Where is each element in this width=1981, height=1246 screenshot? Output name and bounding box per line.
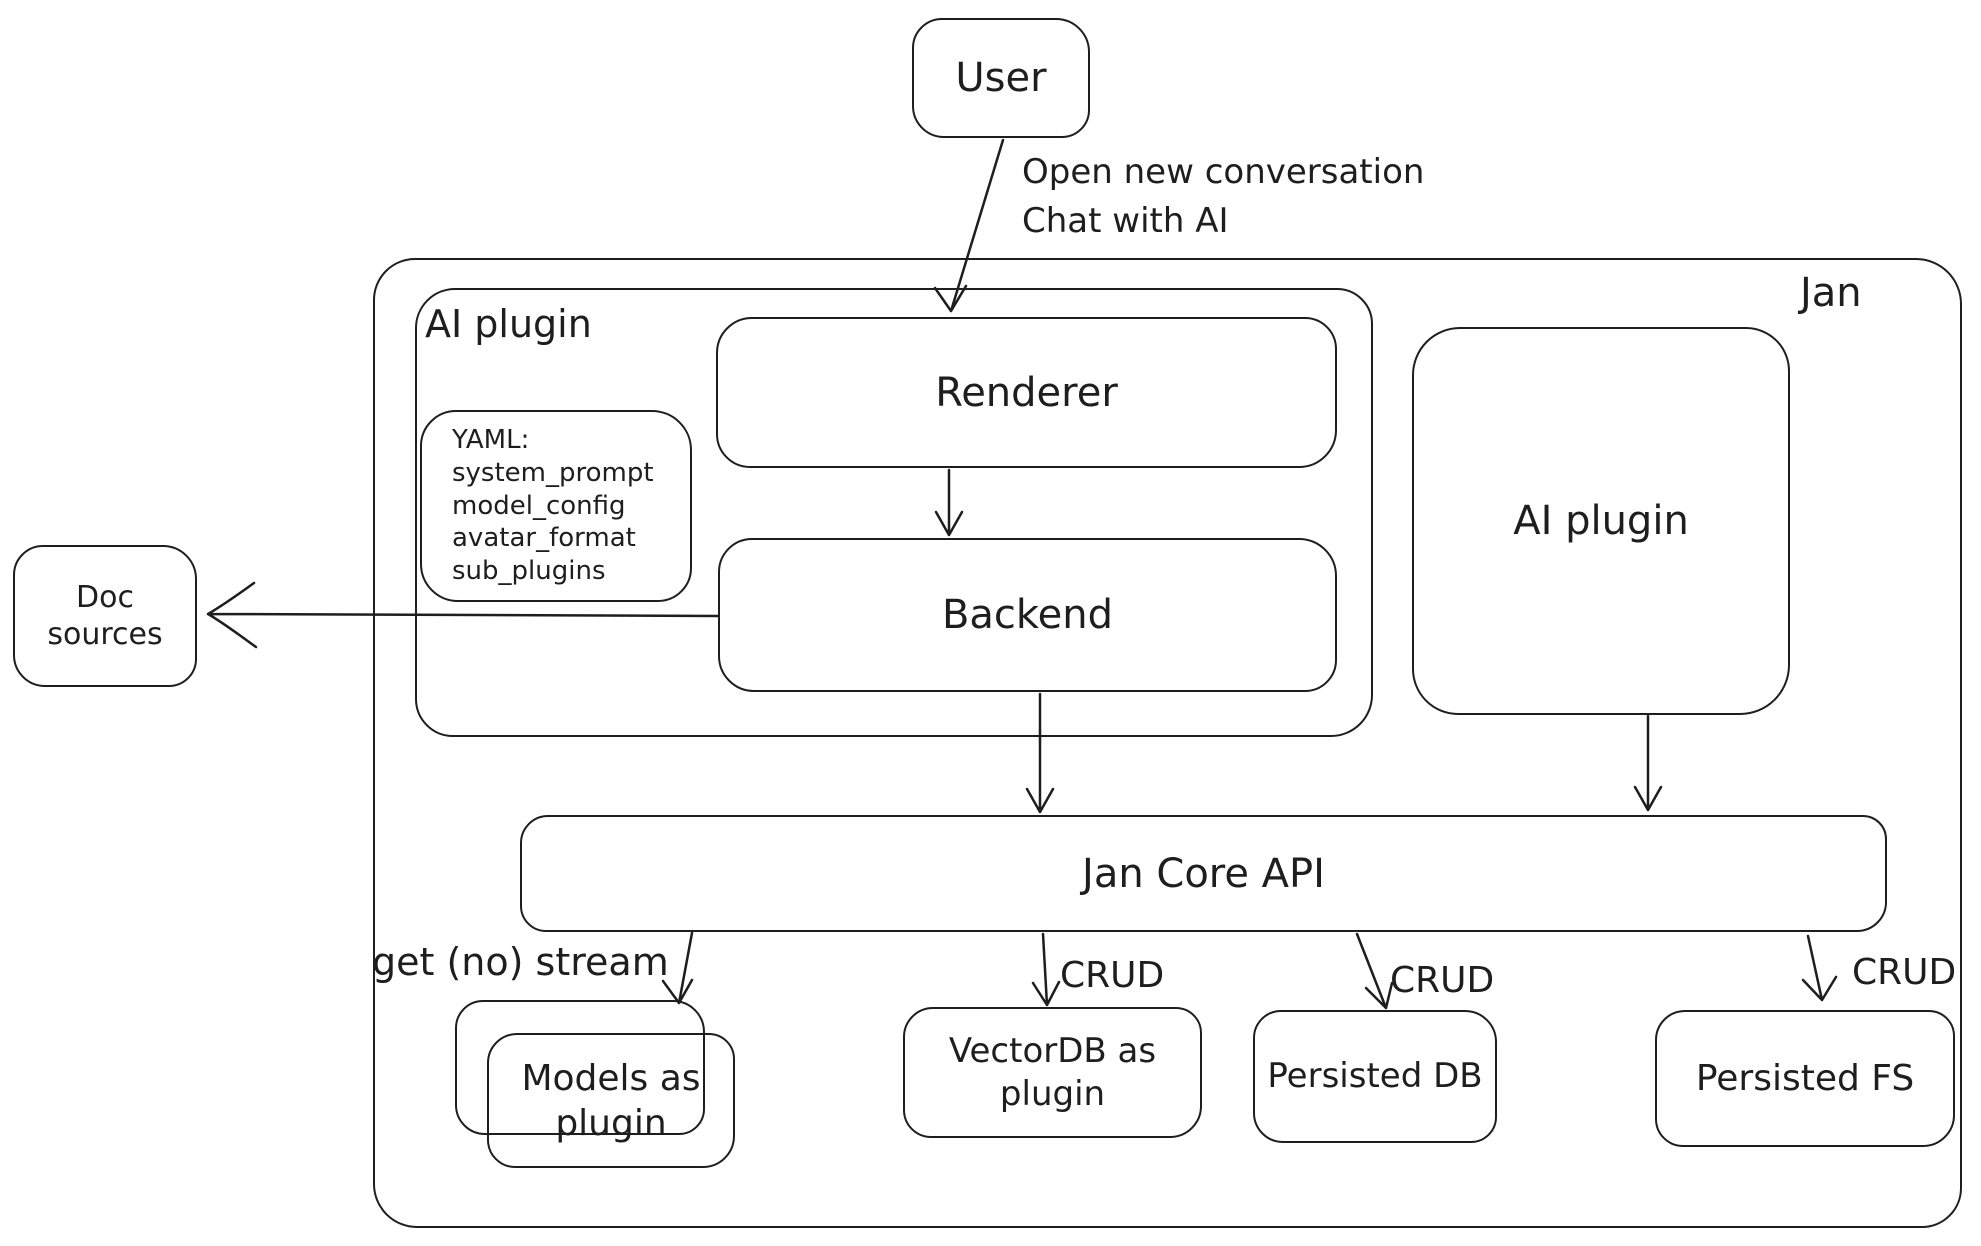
persisted-fs-node: Persisted FS — [1655, 1010, 1955, 1147]
edge-label-crud-persisted-fs: CRUD — [1852, 952, 1957, 993]
persisted-fs-label: Persisted FS — [1695, 1058, 1915, 1099]
yaml-line-model-config: model_config — [452, 490, 626, 521]
vectordb-label-line2: plugin — [999, 1073, 1106, 1114]
vectordb-node: VectorDB as plugin — [903, 1007, 1202, 1138]
yaml-note: YAML: system_prompt model_config avatar_… — [420, 410, 692, 602]
edge-label-user-to-renderer: Open new conversation Chat with AI — [1022, 148, 1424, 247]
renderer-label: Renderer — [935, 369, 1118, 416]
edge-label-crud-persisted-db: CRUD — [1390, 960, 1495, 1001]
ai-plugin-container-label: AI plugin — [425, 302, 592, 346]
user-label: User — [955, 55, 1047, 101]
jan-core-api-label: Jan Core API — [1082, 850, 1325, 897]
yaml-line-system-prompt: system_prompt — [452, 457, 654, 488]
ai-plugin-node: AI plugin — [1412, 327, 1790, 715]
ai-plugin-label: AI plugin — [1513, 498, 1689, 544]
edge-label-user-line1: Open new conversation — [1022, 152, 1425, 192]
edge-label-get-no-stream: get (no) stream — [372, 940, 669, 984]
edge-label-user-line2: Chat with AI — [1022, 201, 1229, 242]
doc-sources-node: Doc sources — [13, 545, 197, 687]
backend-node: Backend — [718, 538, 1337, 692]
renderer-node: Renderer — [716, 317, 1337, 468]
models-plugin-label-line2: plugin — [555, 1102, 667, 1144]
jan-container-label: Jan — [1800, 270, 1862, 316]
yaml-line-avatar-format: avatar_format — [452, 523, 636, 554]
models-plugin-back-box — [455, 1000, 705, 1135]
jan-container — [373, 258, 1962, 1228]
jan-core-api-node: Jan Core API — [520, 815, 1887, 932]
vectordb-label-line1: VectorDB as — [948, 1031, 1157, 1071]
persisted-db-label: Persisted DB — [1267, 1056, 1483, 1097]
models-plugin-node: Models as plugin — [487, 1033, 735, 1168]
backend-label: Backend — [941, 592, 1114, 638]
models-plugin-label-line1: Models as — [521, 1057, 701, 1099]
ai-plugin-container — [415, 288, 1373, 737]
doc-sources-label: Doc sources — [47, 579, 163, 653]
user-node: User — [912, 18, 1090, 138]
persisted-db-node: Persisted DB — [1253, 1010, 1497, 1143]
edge-label-crud-vectordb: CRUD — [1060, 955, 1165, 996]
yaml-line-title: YAML: — [452, 425, 530, 456]
yaml-line-sub-plugins: sub_plugins — [452, 556, 606, 587]
